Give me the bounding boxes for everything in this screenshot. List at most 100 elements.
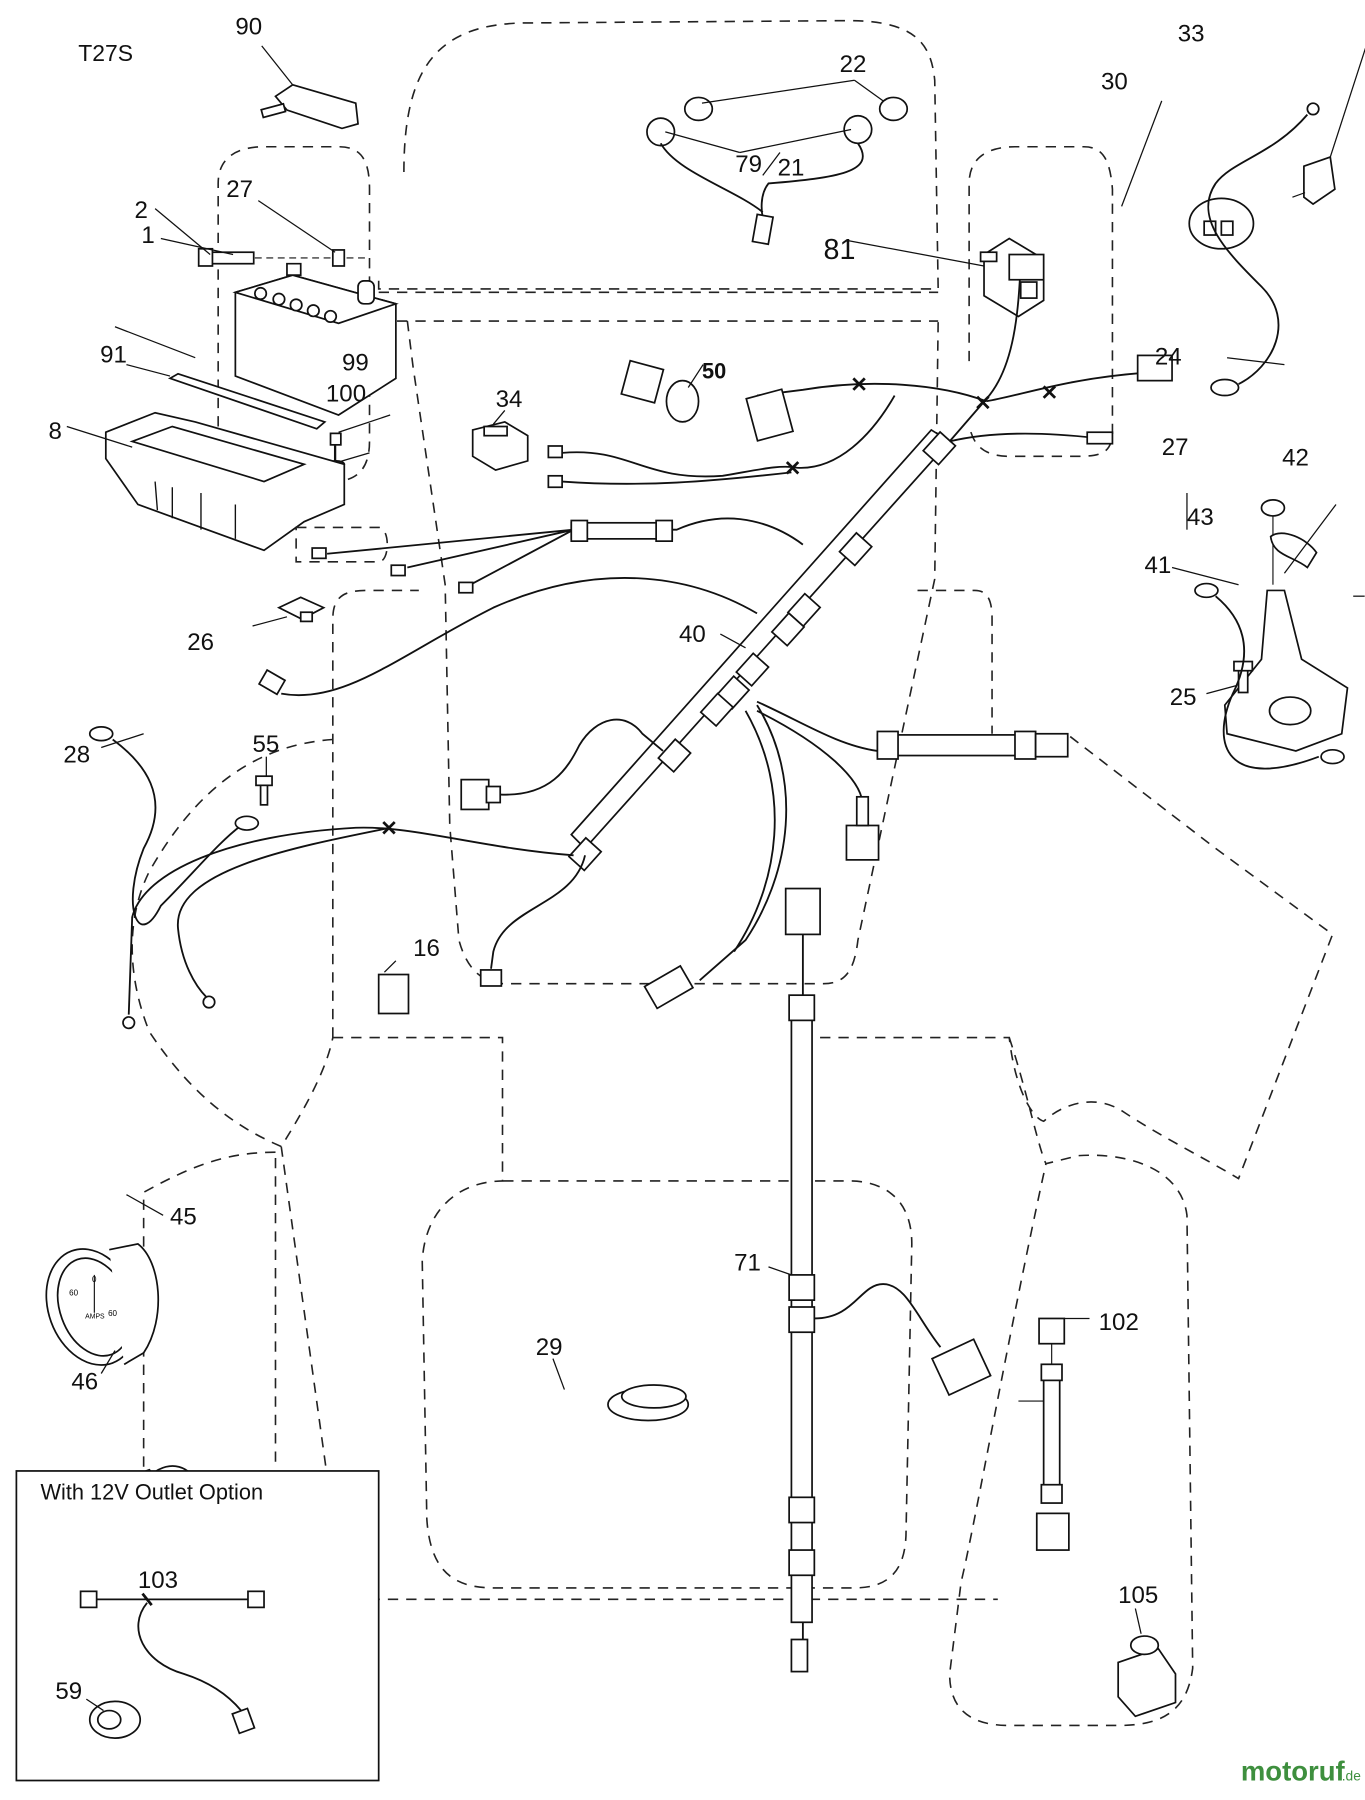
callout-99[interactable]: 99 <box>342 349 369 376</box>
outlet-12v-part[interactable] <box>88 1700 142 1739</box>
rear-harness-part[interactable] <box>784 887 992 1673</box>
extension-harness-part[interactable] <box>1018 1317 1070 1551</box>
callout-2[interactable]: 2 <box>134 197 147 224</box>
callout-46[interactable]: 46 <box>71 1369 98 1396</box>
callout-26[interactable]: 26 <box>187 629 214 656</box>
callout-43[interactable]: 43 <box>1187 504 1214 531</box>
solenoid-group[interactable] <box>1223 499 1349 752</box>
small-connector[interactable] <box>479 969 503 987</box>
dash-panel-outline <box>406 320 939 985</box>
callout-8[interactable]: 8 <box>48 418 61 445</box>
key-part[interactable] <box>1292 155 1336 206</box>
terminal-boot-part[interactable] <box>1269 532 1318 569</box>
watermark-suffix: .de <box>1342 1769 1361 1784</box>
headlight-group[interactable] <box>646 96 909 246</box>
left-terminal-1[interactable] <box>311 547 327 560</box>
pto-switch-part[interactable] <box>620 359 700 423</box>
battery-tray-part[interactable] <box>104 411 346 552</box>
left-terminal-2[interactable] <box>390 564 406 577</box>
seat-connector[interactable] <box>930 1338 992 1397</box>
callout-34[interactable]: 34 <box>496 386 523 413</box>
left-plug[interactable] <box>257 668 287 696</box>
right-bay-outline <box>968 145 1114 458</box>
switch-16-part[interactable] <box>377 973 410 1015</box>
headlight-connector[interactable] <box>751 213 775 246</box>
bolt-part[interactable] <box>197 247 370 267</box>
left-arc-outline <box>131 738 334 1148</box>
rocker-switch-part[interactable] <box>471 420 529 471</box>
callout-59[interactable]: 59 <box>55 1678 82 1705</box>
callout-30[interactable]: 30 <box>1101 68 1128 95</box>
harness-label-tag[interactable] <box>745 388 795 442</box>
rear-top-connector[interactable] <box>784 887 821 936</box>
right-frame-outline <box>917 589 993 734</box>
callout-71[interactable]: 71 <box>734 1249 761 1276</box>
rear-bottom-connector[interactable] <box>790 1638 809 1673</box>
left-terminal-3[interactable] <box>458 581 474 594</box>
outlet-harness-part[interactable] <box>79 1590 265 1735</box>
solenoid-valve-part[interactable] <box>1117 1635 1177 1718</box>
battery-strap-part[interactable] <box>167 372 327 430</box>
callout-21[interactable]: 21 <box>778 154 805 181</box>
callout-55[interactable]: 55 <box>253 731 280 758</box>
seat-switch-part[interactable] <box>607 1384 690 1422</box>
callout-102[interactable]: 102 <box>1099 1309 1139 1336</box>
callout-27-solenoid[interactable]: 27 <box>1162 434 1189 461</box>
center-frame-outline <box>332 732 1334 1181</box>
harness-plug-left[interactable] <box>460 778 490 811</box>
ground-wire-part[interactable] <box>88 726 260 926</box>
callout-105[interactable]: 105 <box>1118 1582 1158 1609</box>
model-code: T27S <box>78 40 133 66</box>
callout-91[interactable]: 91 <box>100 341 127 368</box>
connector-cap-part[interactable] <box>260 83 359 130</box>
headlight-bulb-right[interactable] <box>878 96 909 122</box>
headlight-bulb-left[interactable] <box>683 96 714 122</box>
fuse-part[interactable] <box>276 596 326 623</box>
callout-33[interactable]: 33 <box>1178 20 1205 47</box>
callout-41[interactable]: 41 <box>1145 552 1172 579</box>
callout-22[interactable]: 22 <box>840 51 867 78</box>
ammeter-center-tick: 0 <box>92 1275 97 1284</box>
callout-1[interactable]: 1 <box>141 222 154 249</box>
battery-group[interactable] <box>104 83 399 552</box>
ignition-switch-part[interactable] <box>1188 197 1255 250</box>
callout-45[interactable]: 45 <box>170 1203 197 1230</box>
callout-100[interactable]: 100 <box>326 380 366 407</box>
harness-branch-top <box>948 263 1022 443</box>
bulb-socket-left[interactable] <box>646 117 676 147</box>
callout-16[interactable]: 16 <box>413 935 440 962</box>
callout-24[interactable]: 24 <box>1155 344 1182 371</box>
harness-plug-right[interactable] <box>845 824 880 861</box>
callout-42[interactable]: 42 <box>1282 444 1309 471</box>
nut-part[interactable] <box>1260 499 1286 517</box>
callout-29[interactable]: 29 <box>536 1334 563 1361</box>
right-branch-bar[interactable] <box>876 734 1039 757</box>
battery-part[interactable] <box>232 262 399 416</box>
terminal-a[interactable] <box>547 445 563 459</box>
callout-27-battery[interactable]: 27 <box>226 176 253 203</box>
harness-small-terminal[interactable] <box>1086 431 1114 445</box>
callout-28[interactable]: 28 <box>63 741 90 768</box>
callout-81[interactable]: 81 <box>824 234 856 266</box>
harness-plug-bottom[interactable] <box>643 964 695 1010</box>
callout-79[interactable]: 79 <box>735 151 762 178</box>
callout-50[interactable]: 50 <box>702 358 726 383</box>
screw-55-part[interactable] <box>255 775 273 806</box>
headlight-wires <box>659 142 864 219</box>
ammeter-part[interactable]: 60 0 60 AMPS <box>31 1236 160 1378</box>
battery-cable-part[interactable] <box>1207 102 1320 397</box>
ammeter-left-tick: 60 <box>69 1289 78 1298</box>
ground-ring-right[interactable] <box>202 995 216 1009</box>
main-harness-part[interactable] <box>122 253 1173 1030</box>
callout-90[interactable]: 90 <box>235 13 262 40</box>
harness-top-connector[interactable] <box>1008 253 1045 281</box>
ground-ring-left[interactable] <box>122 1016 136 1030</box>
callout-40[interactable]: 40 <box>679 621 706 648</box>
callout-25[interactable]: 25 <box>1170 684 1197 711</box>
left-bay-outline <box>332 589 419 1038</box>
callout-labels: 90 2 27 1 91 99 100 8 22 79 21 81 30 33 … <box>48 13 1308 1705</box>
harness-right-connector[interactable] <box>1136 354 1173 382</box>
callout-103[interactable]: 103 <box>138 1567 178 1594</box>
ground-cable-part[interactable] <box>1194 582 1345 770</box>
terminal-b[interactable] <box>547 474 563 489</box>
